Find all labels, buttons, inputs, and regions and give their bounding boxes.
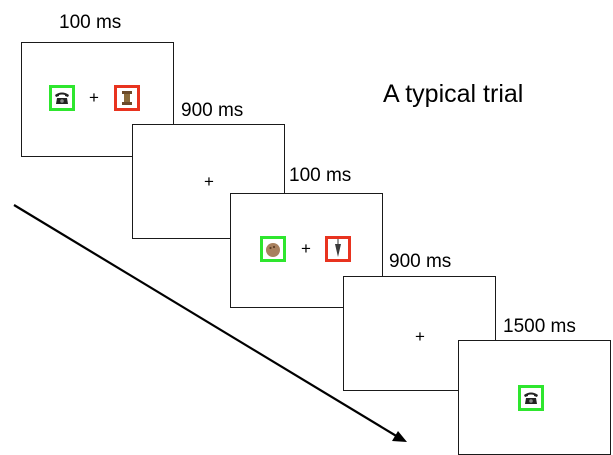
target-frame [260, 236, 286, 262]
fixation-cross: + [89, 88, 99, 107]
fixation-cross: + [204, 172, 214, 191]
probe-frame [518, 385, 544, 411]
screen-5 [458, 340, 611, 455]
duration-label-4: 900 ms [389, 251, 452, 272]
duration-label-1: 100 ms [59, 12, 122, 33]
screen-3: + [230, 193, 383, 308]
distractor-frame [114, 85, 140, 111]
duration-label-2: 900 ms [181, 100, 244, 121]
coconut-icon [266, 243, 280, 257]
duration-label-5: 1500 ms [503, 316, 576, 337]
fixation-cross: + [301, 239, 311, 258]
telephone-icon [55, 92, 69, 104]
telephone-icon [524, 392, 538, 404]
target-frame [49, 85, 75, 111]
distractor-frame [325, 236, 351, 262]
duration-label-3: 100 ms [289, 165, 352, 186]
fixation-cross: + [415, 327, 425, 346]
screen-1: + [21, 42, 174, 157]
diagram-title: A typical trial [383, 80, 524, 108]
spool-icon [122, 91, 132, 105]
plumb-bob-icon [335, 239, 341, 257]
